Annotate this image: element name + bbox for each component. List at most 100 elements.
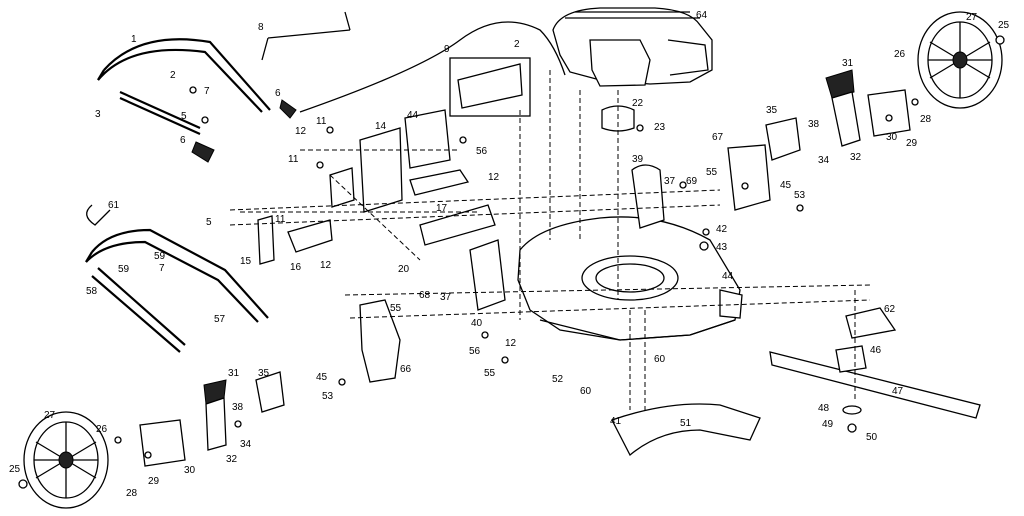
engine [552,7,713,132]
part-label: 37 [664,176,676,187]
part-label: 51 [680,418,692,429]
part-label: 5 [206,217,212,228]
part-labels: 64 2 9 8 1 2 7 3 5 6 6 11 12 11 14 44 56… [9,10,1010,499]
part-label: 26 [96,424,108,435]
part-label: 14 [375,121,387,132]
leader-dashes [240,70,646,410]
part-label: 66 [400,364,412,375]
control-cable [299,21,566,113]
part-label: 40 [471,318,483,329]
part-label: 29 [148,476,160,487]
part-label: 69 [686,176,698,187]
part-label: 48 [818,403,830,414]
part-label: 44 [407,110,419,121]
part-label: 59 [118,264,130,275]
part-label: 42 [716,224,728,235]
part-label: 55 [390,303,402,314]
part-label: 11 [275,214,286,225]
part-label: 2 [514,39,520,50]
part-label: 32 [226,454,238,465]
part-label: 12 [505,338,517,349]
part-label: 35 [766,105,778,116]
part-label: 59 [154,251,166,262]
part-label: 45 [780,180,792,191]
part-label: 22 [632,98,644,109]
part-label: 7 [159,263,165,274]
part-label: 49 [822,419,834,430]
part-label: 34 [240,439,252,450]
part-label: 68 [419,290,431,301]
part-label: 38 [808,119,820,130]
axle-brackets [229,117,871,413]
control-bracket [449,57,531,117]
rear-brackets [257,109,496,265]
mower-deck [517,216,743,341]
part-label: 28 [920,114,932,125]
part-label: 29 [906,138,918,149]
part-label: 58 [86,286,98,297]
part-label: 27 [44,410,56,421]
part-label: 6 [180,135,186,146]
part-label: 27 [966,12,978,23]
part-label: 6 [275,88,281,99]
part-label: 30 [886,132,898,143]
part-label: 37 [440,292,452,303]
part-label: 11 [316,116,327,127]
part-label: 53 [794,190,806,201]
part-label: 15 [240,256,252,267]
part-label: 11 [288,154,299,165]
part-label: 41 [610,416,622,427]
fasteners [18,35,1005,489]
part-label: 31 [842,58,854,69]
part-label: 43 [716,242,728,253]
part-label: 31 [228,368,240,379]
part-label: 57 [214,314,226,325]
part-label: 46 [870,345,882,356]
part-label: 56 [469,346,481,357]
part-label: 25 [998,20,1010,31]
part-label: 38 [232,402,244,413]
lower-handle [85,204,269,353]
part-label: 56 [476,146,488,157]
part-label: 1 [131,34,137,45]
part-label: 16 [290,262,302,273]
part-label: 12 [320,260,332,271]
part-label: 53 [322,391,334,402]
part-label: 55 [484,368,496,379]
part-label: 20 [398,264,410,275]
part-label: 60 [654,354,666,365]
part-label: 64 [696,10,708,21]
part-label: 35 [258,368,270,379]
part-label: 30 [184,465,196,476]
part-label: 12 [488,172,500,183]
part-label: 2 [170,70,176,81]
part-label: 39 [632,154,644,165]
part-label: 9 [444,44,450,55]
part-label: 8 [258,22,264,33]
part-label: 25 [9,464,21,475]
part-label: 7 [204,86,210,97]
part-label: 17 [436,203,448,214]
part-label: 60 [580,386,592,397]
part-label: 61 [108,200,120,211]
part-label: 67 [712,132,724,143]
part-label: 26 [894,49,906,60]
part-label: 50 [866,432,878,443]
part-label: 47 [892,386,904,397]
part-label: 32 [850,152,862,163]
part-label: 62 [884,304,896,315]
part-label: 52 [552,374,564,385]
part-label: 55 [706,167,718,178]
rear-wheel [917,11,1003,109]
part-label: 45 [316,372,328,383]
upper-handle [97,11,351,163]
front-wheel [23,411,109,509]
part-label: 12 [295,126,307,137]
part-label: 23 [654,122,666,133]
part-label: 5 [181,111,187,122]
blade-assembly [611,290,981,457]
part-label: 3 [95,109,101,120]
part-label: 34 [818,155,830,166]
